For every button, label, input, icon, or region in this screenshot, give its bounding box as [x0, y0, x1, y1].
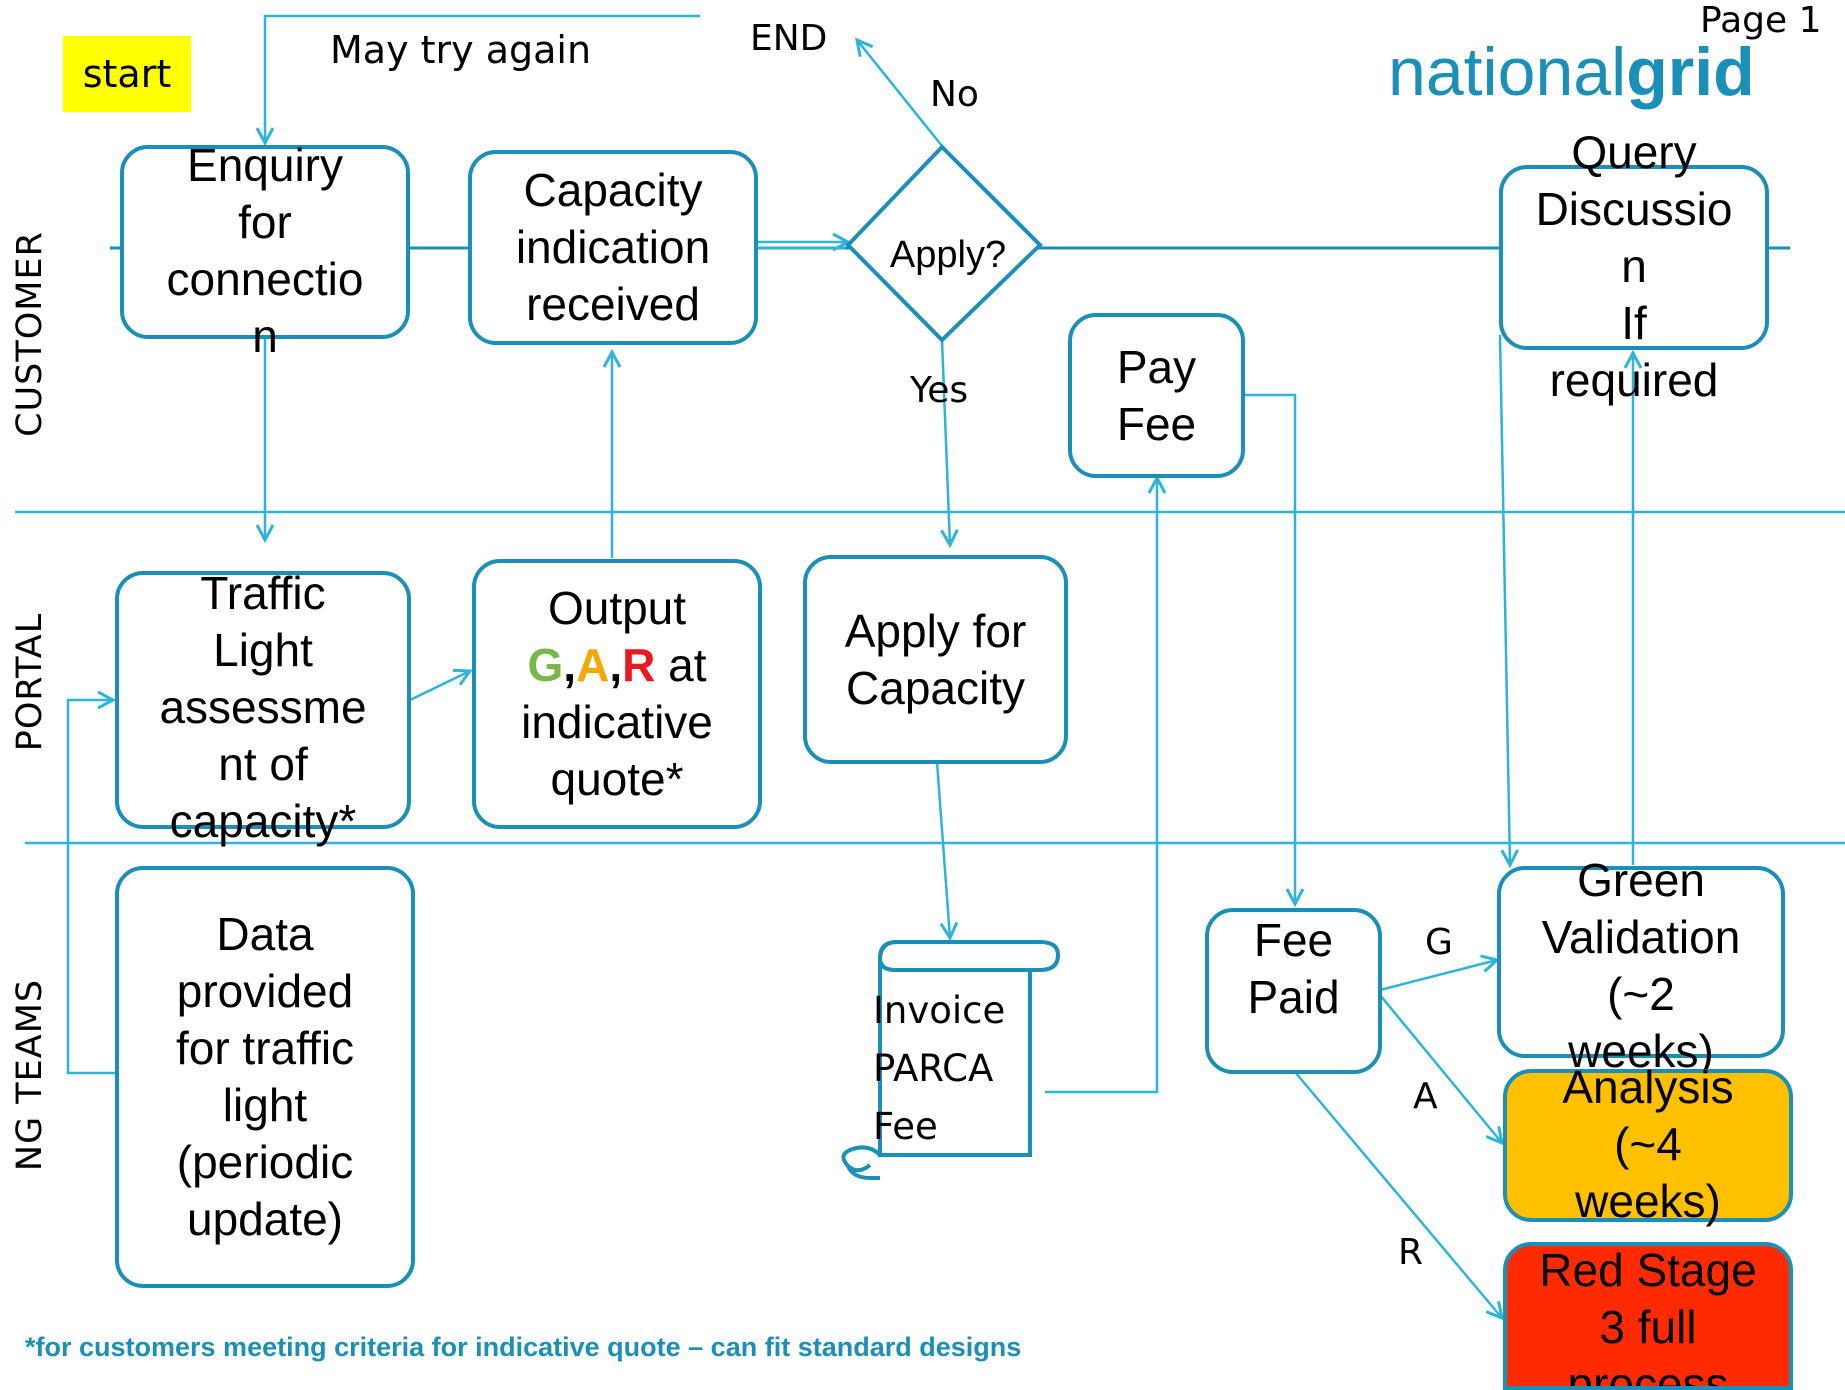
no-to-end-arrow: [857, 40, 943, 147]
no-label: No: [930, 74, 979, 115]
yes-arrow: [942, 339, 950, 545]
output-line3: indicative: [521, 696, 713, 748]
national-grid-logo: nationalgrid: [1388, 34, 1755, 110]
footnote: *for customers meeting criteria for indi…: [25, 1332, 1022, 1362]
invoice-to-payfee-arrow: [1045, 478, 1157, 1094]
logo-national: national: [1388, 34, 1627, 110]
apply-decision-label: Apply?: [890, 234, 1006, 276]
may-try-again-label: May try again: [330, 28, 592, 72]
query-to-green-arrow: [1498, 334, 1510, 865]
edge-a-label: A: [1413, 1076, 1438, 1117]
traffic-to-output-arrow: [409, 671, 470, 702]
a-arrow: [1379, 994, 1502, 1143]
lane-customer: CUSTOMER: [10, 231, 50, 437]
logo-grid: grid: [1626, 34, 1755, 110]
g-arrow: [1379, 960, 1497, 992]
yes-label: Yes: [910, 370, 969, 411]
output-line4: quote*: [550, 753, 684, 805]
output-r: R: [622, 639, 656, 691]
edge-r-label: R: [1398, 1232, 1424, 1273]
apply-to-invoice-arrow: [935, 761, 950, 938]
output-text: Output G,A,R at indicative quote*: [476, 580, 758, 808]
output-line1: Output: [547, 582, 687, 634]
output-g: G: [527, 639, 564, 691]
output-comma-2: ,: [609, 639, 623, 691]
output-comma-1: ,: [563, 639, 577, 691]
payfee-to-feepaid-arrow: [1245, 393, 1295, 904]
r-arrow: [1294, 1071, 1502, 1318]
end-label: END: [750, 18, 828, 59]
lane-ng-teams: NG TEAMS: [10, 978, 50, 1172]
edge-g-label: G: [1425, 922, 1453, 963]
start-badge: start: [63, 36, 191, 112]
output-at: at: [655, 639, 707, 691]
output-a: A: [576, 639, 610, 691]
apply-decision-diamond: [845, 144, 1043, 343]
data-to-traffic-arrow: [66, 700, 115, 1075]
may-try-again-arrow: [265, 14, 700, 143]
output-box: Output G,A,R at indicative quote*: [472, 559, 762, 829]
lane-portal: PORTAL: [10, 612, 50, 752]
page-number: Page 1: [1700, 0, 1822, 41]
invoice-document-shape: [841, 940, 1061, 1180]
